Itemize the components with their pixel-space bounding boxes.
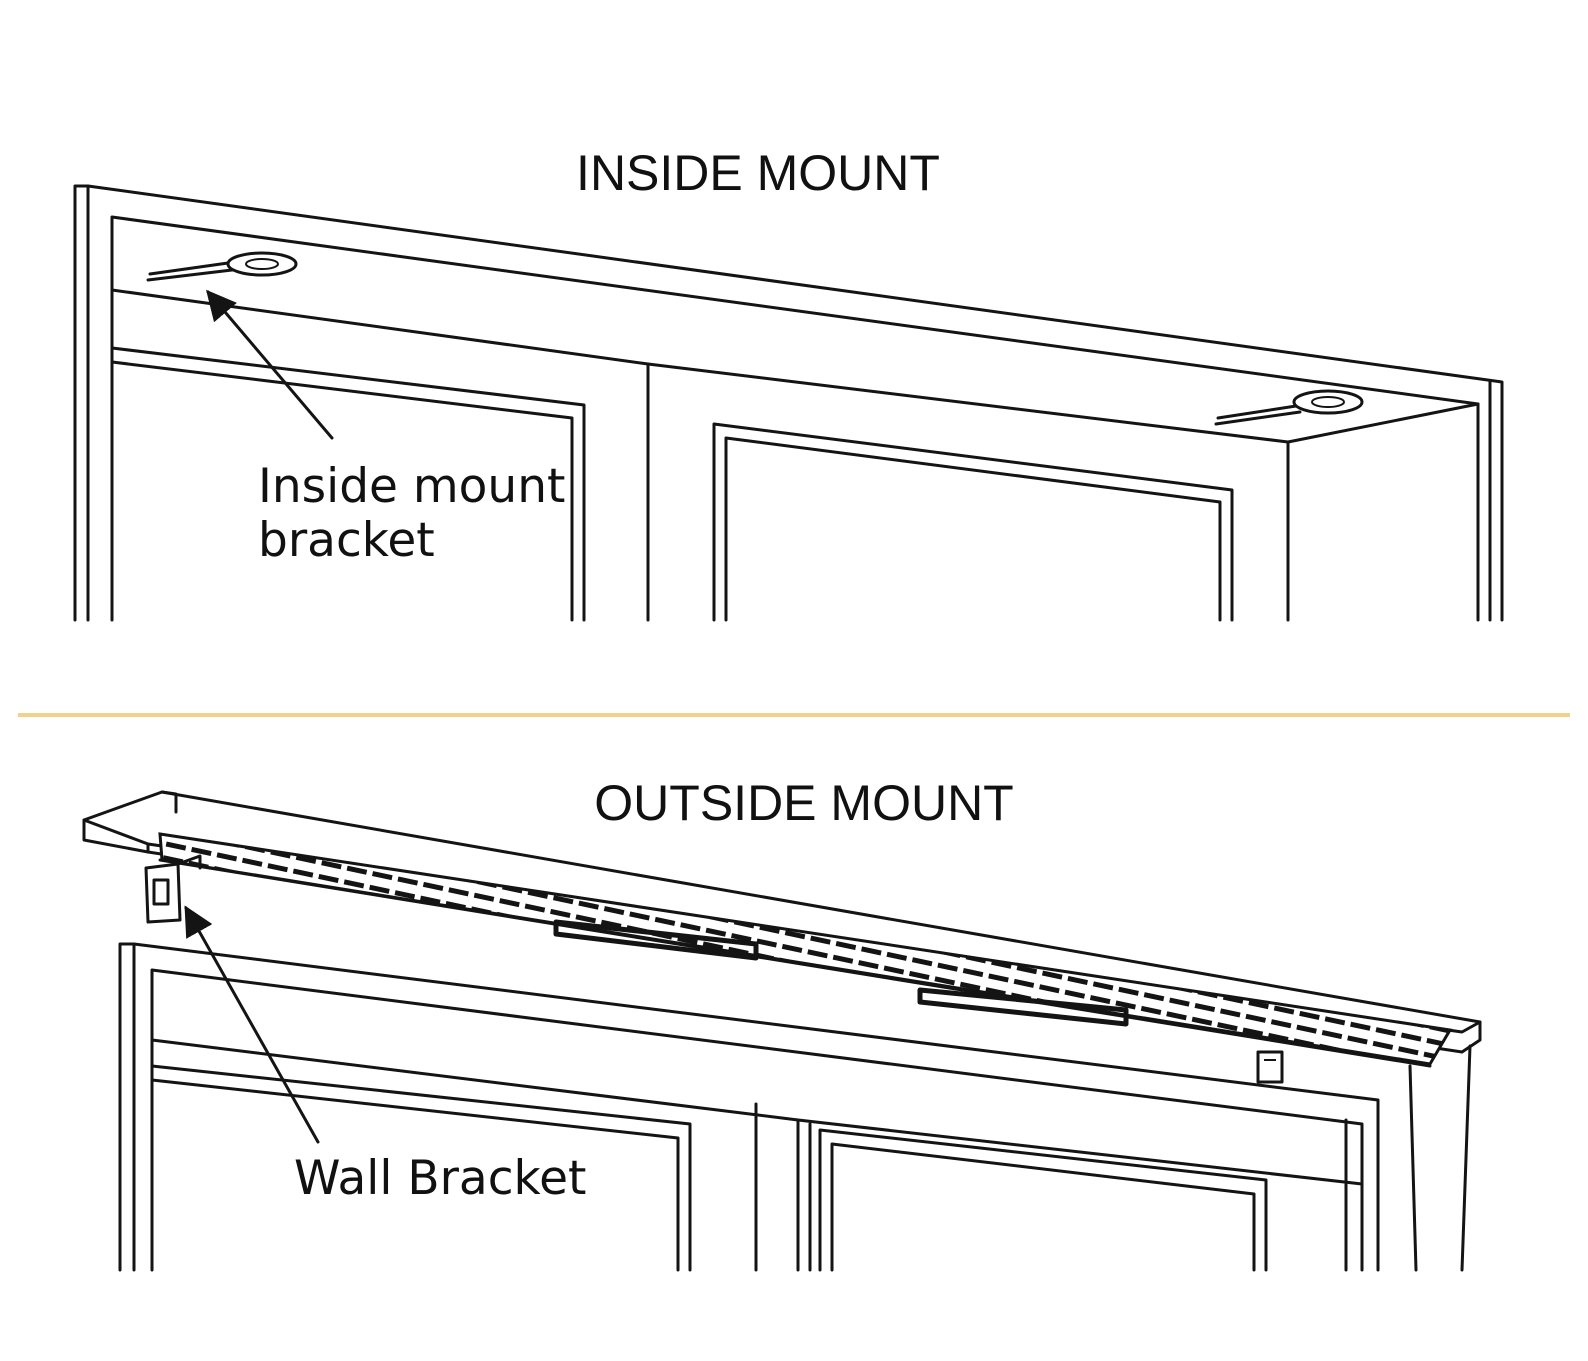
- outside-mount-title: OUTSIDE MOUNT: [594, 775, 1013, 831]
- inside-mount-section: INSIDE MOUNT: [73, 145, 1504, 622]
- inside-mount-window-frame: [73, 184, 1504, 622]
- outside-mount-wall-bracket: [144, 854, 202, 924]
- inside-mount-bracket-right: [1214, 389, 1364, 426]
- outside-mount-valance: [82, 790, 1482, 1272]
- inside-mount-title: INSIDE MOUNT: [576, 145, 940, 201]
- inside-mount-callout-line2: bracket: [258, 513, 435, 568]
- inside-mount-bracket-left: [146, 251, 298, 282]
- outside-mount-section: OUTSIDE MOUNT: [82, 775, 1482, 1272]
- outside-mount-window-frame: [118, 942, 1380, 1272]
- outside-mount-arrow: [184, 905, 320, 1144]
- outside-mount-callout: Wall Bracket: [294, 1151, 586, 1206]
- inside-mount-callout-line1: Inside mount: [258, 459, 565, 514]
- inside-mount-arrow: [206, 289, 334, 440]
